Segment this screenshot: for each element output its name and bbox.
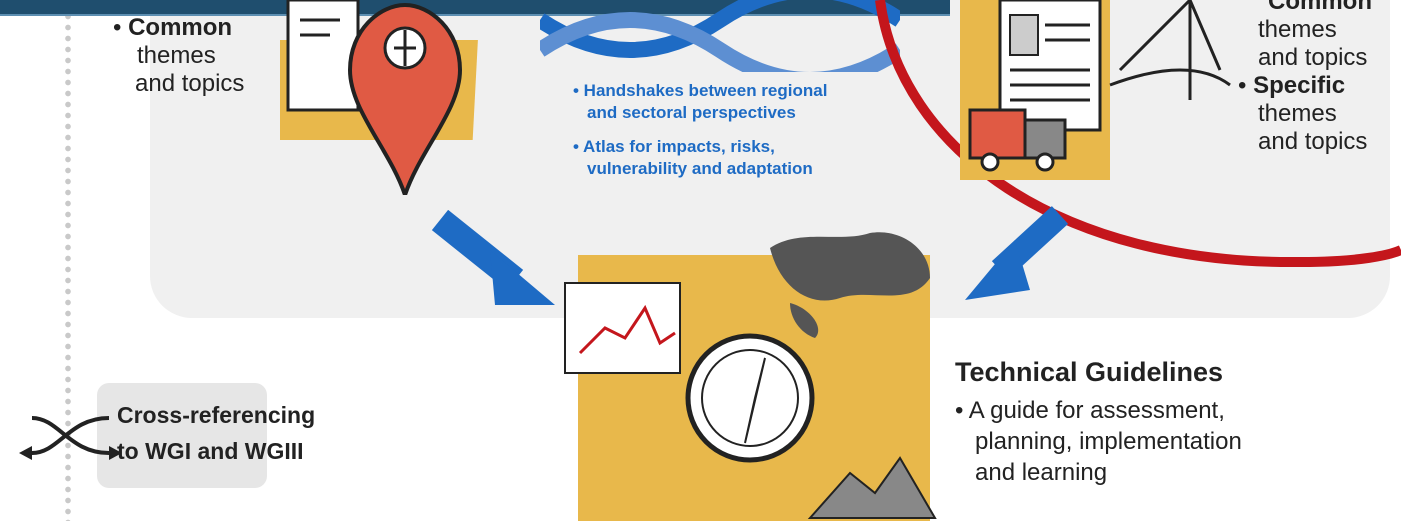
left-bullet-list: • Common themes and topics <box>113 14 245 97</box>
note-atlas-line-2: vulnerability and adaptation <box>587 159 813 178</box>
right-item1-line-1: themes <box>1258 16 1337 43</box>
right-item2-line-1: themes <box>1258 100 1337 127</box>
xref-line-2: to WGI and WGIII <box>117 438 304 464</box>
cross-referencing-text: Cross-referencing to WGI and WGIII <box>117 397 315 469</box>
left-bullet-bold: Common <box>128 14 233 41</box>
crossing-arrows-icon <box>19 416 122 460</box>
right-item1-line-2: and topics <box>1258 44 1368 71</box>
guidelines-illustration <box>564 232 937 519</box>
arrow-right-to-guidelines <box>965 206 1069 300</box>
note-handshakes-line-1: • Handshakes between regional <box>573 81 828 100</box>
tg-line-3: and learning <box>975 459 1108 486</box>
dotted-guide-line <box>62 0 74 521</box>
highlight-circle <box>875 0 1401 268</box>
left-bullet-line-1: themes <box>137 42 216 69</box>
xref-line-1: Cross-referencing <box>117 402 316 428</box>
right-item2-bold: Specific <box>1253 72 1346 99</box>
center-notes: • Handshakes between regional and sector… <box>573 80 827 180</box>
note-atlas-line-1: • Atlas for impacts, risks, <box>573 137 775 156</box>
regional-map-pin-illustration <box>280 0 478 195</box>
tg-line-2: planning, implementation <box>975 428 1242 455</box>
right-item2-line-2: and topics <box>1258 128 1368 155</box>
cross-referencing-box <box>97 383 267 488</box>
arrow-left-to-guidelines <box>431 210 555 305</box>
technical-guidelines-text: • A guide for assessment, planning, impl… <box>955 395 1242 488</box>
note-handshakes-line-2: and sectoral perspectives <box>587 103 796 122</box>
tg-line-1: • A guide for assessment, <box>955 397 1225 424</box>
right-bullet-list: Common themes and topics • Specific them… <box>1238 0 1372 156</box>
interweaving-wave-icon <box>540 0 900 72</box>
left-bullet-line-2: and topics <box>135 70 245 97</box>
top-header-bar <box>0 0 950 16</box>
right-partial-heading: Common <box>1268 0 1372 15</box>
technical-guidelines-title: Technical Guidelines <box>955 357 1224 387</box>
